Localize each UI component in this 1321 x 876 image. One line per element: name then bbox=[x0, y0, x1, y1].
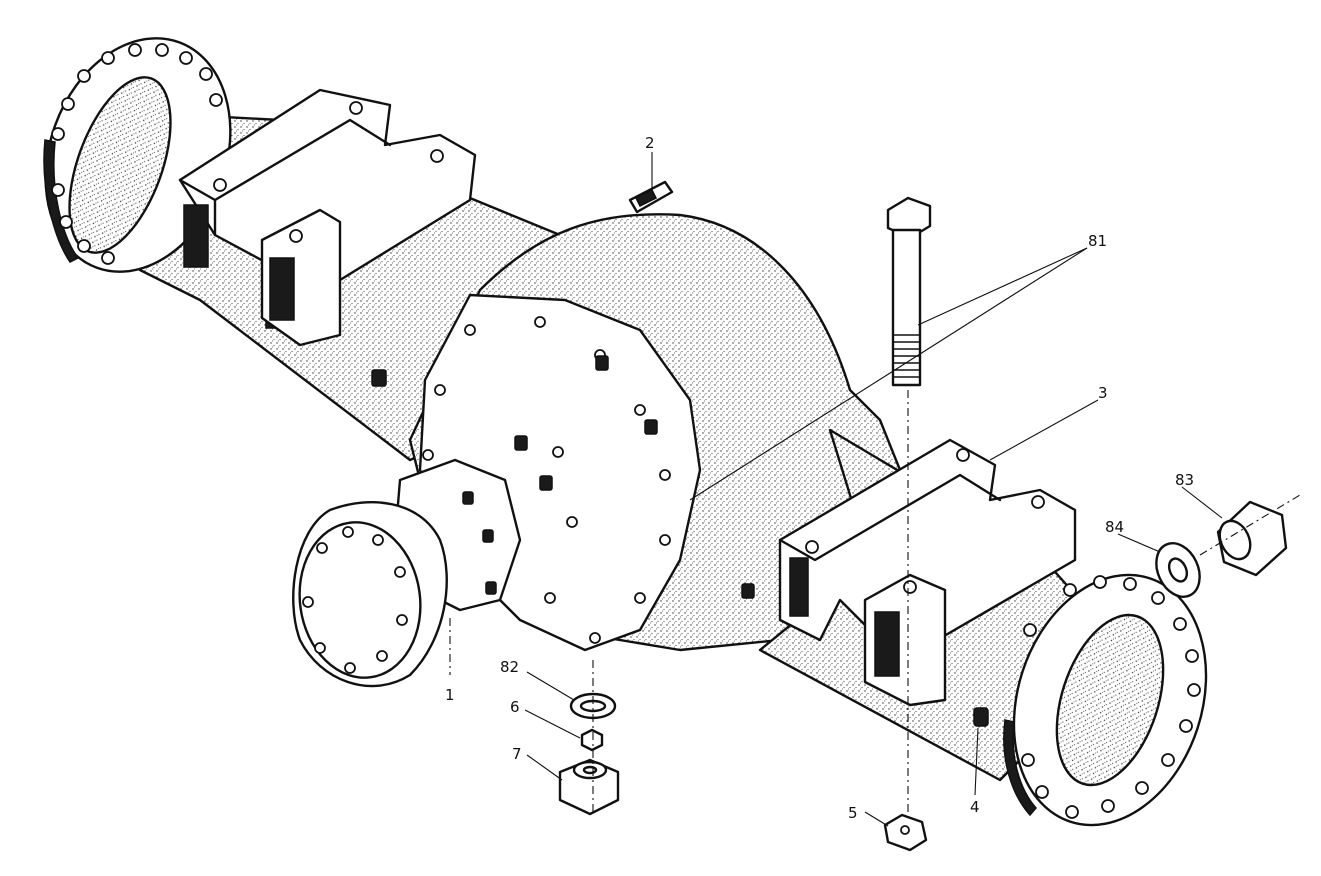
callout-labels: 1 2 3 4 5 6 7 81 82 83 84 bbox=[445, 134, 1194, 822]
plug-83 bbox=[1216, 500, 1288, 577]
right-wheel-flange bbox=[1003, 573, 1208, 827]
callout-5: 5 bbox=[848, 804, 858, 822]
centre-lines bbox=[449, 390, 1301, 815]
callout-1: 1 bbox=[445, 686, 455, 704]
washer-82 bbox=[569, 692, 617, 720]
right-spring-pad bbox=[778, 438, 1077, 707]
bolt-81 bbox=[886, 196, 932, 387]
callout-81: 81 bbox=[1088, 232, 1107, 250]
callout-84: 84 bbox=[1105, 518, 1124, 536]
pinion-input-flange bbox=[292, 501, 448, 688]
grease-nipple bbox=[973, 707, 989, 727]
castle-nut-7 bbox=[558, 758, 620, 816]
nut-6 bbox=[580, 728, 604, 752]
callout-6: 6 bbox=[510, 698, 520, 716]
washer-84 bbox=[1155, 542, 1201, 598]
callout-4: 4 bbox=[970, 798, 980, 816]
left-spring-pad bbox=[178, 88, 477, 347]
breather-plug bbox=[628, 180, 674, 214]
callout-83: 83 bbox=[1175, 471, 1194, 489]
leader-lines bbox=[524, 152, 1223, 827]
callout-7: 7 bbox=[512, 745, 522, 763]
callout-3: 3 bbox=[1098, 384, 1108, 402]
castle-nut-5 bbox=[883, 813, 928, 852]
callout-2: 2 bbox=[645, 134, 655, 152]
callout-82: 82 bbox=[500, 658, 519, 676]
